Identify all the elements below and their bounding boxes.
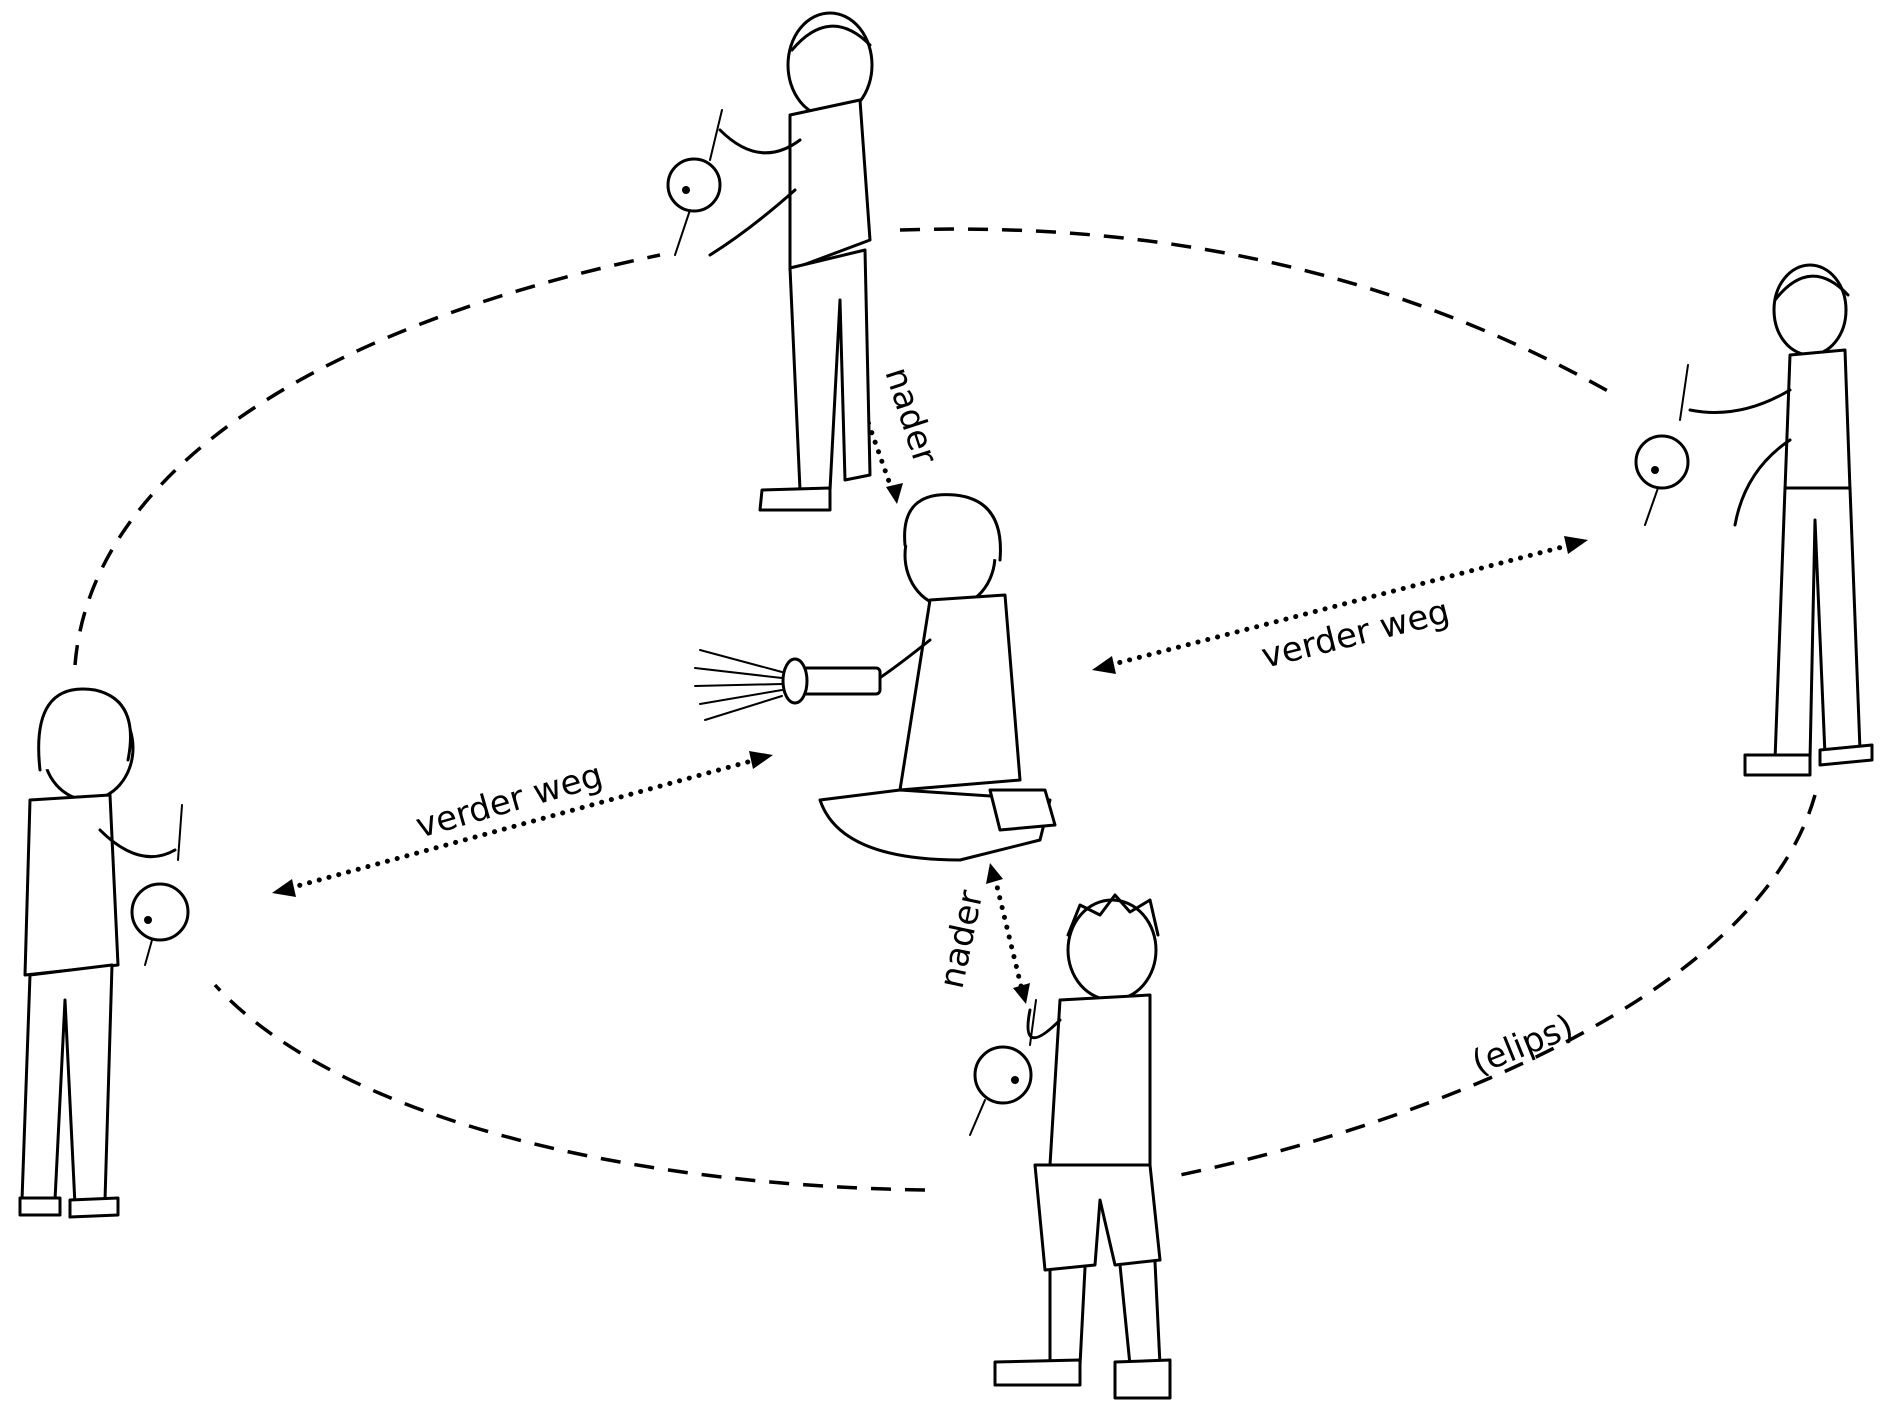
arrow-verder-weg-left xyxy=(272,751,773,897)
child-top xyxy=(666,11,874,512)
ellipse-path xyxy=(73,227,1817,1192)
ball-on-string-icon xyxy=(1634,364,1690,526)
label-nader-top: nader xyxy=(876,362,945,468)
ball-on-string-icon xyxy=(969,999,1037,1136)
ball-on-string-icon xyxy=(666,109,723,256)
label-verder-weg-left: verder weg xyxy=(411,755,607,846)
child-right xyxy=(1634,263,1874,777)
arrow-verder-weg-right xyxy=(1092,536,1588,674)
child-bottom xyxy=(969,893,1172,1400)
label-verder-weg-right: verder weg xyxy=(1258,591,1454,676)
arrow-nader-bottom xyxy=(986,863,1030,1004)
child-left xyxy=(18,687,190,1219)
child-center xyxy=(694,493,1057,862)
ball-on-string-icon xyxy=(130,804,190,966)
flashlight-icon xyxy=(694,649,882,721)
label-nader-bottom: nader xyxy=(932,887,992,992)
label-elips: (elips) xyxy=(1466,1007,1579,1084)
